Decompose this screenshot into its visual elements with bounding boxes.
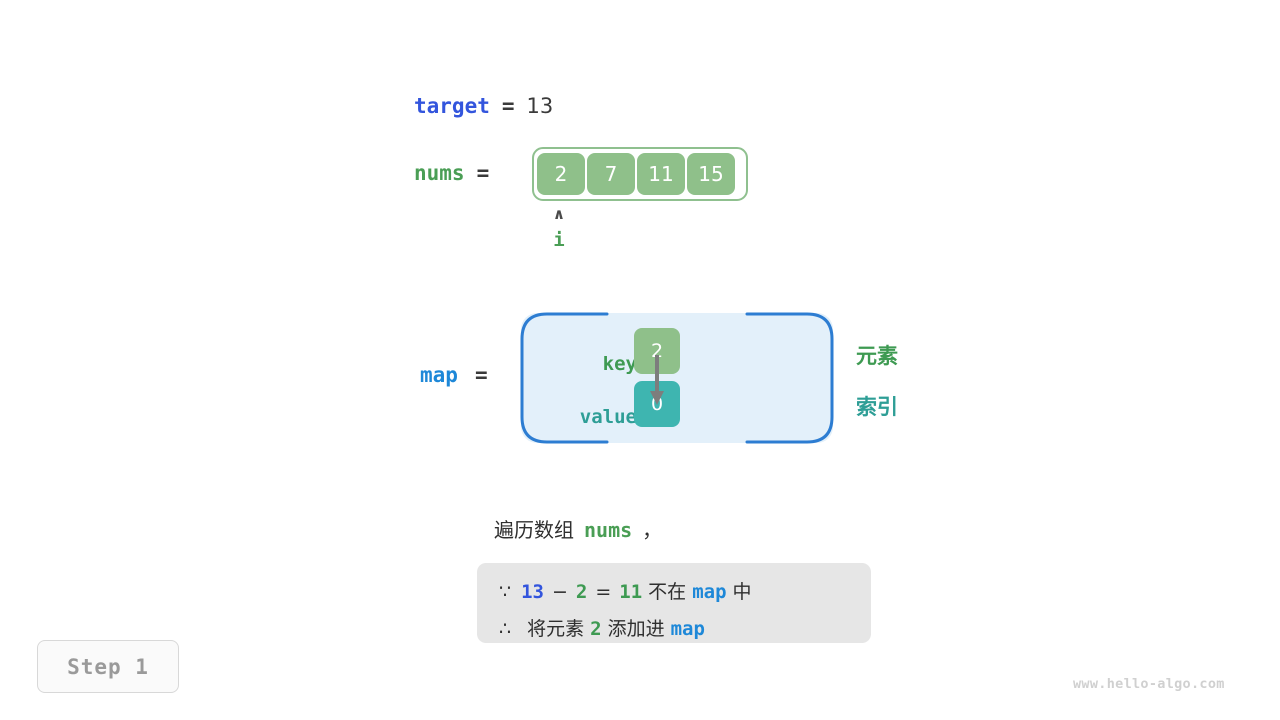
map-container: key value 2 0: [520, 312, 834, 444]
array-cell-2[interactable]: 11: [637, 153, 685, 195]
nums-assignment-label: nums =: [414, 161, 501, 185]
caption-suffix: ，: [642, 518, 663, 542]
pointer-caret-icon: ∧: [552, 205, 566, 223]
map-variable-name: map: [420, 363, 458, 387]
target-variable-name: target: [414, 94, 490, 118]
line1-text-in: 中: [732, 581, 752, 603]
target-assignment: target = 13: [414, 94, 553, 118]
array-cell-3[interactable]: 15: [687, 153, 735, 195]
key-to-value-arrow-icon: [650, 355, 664, 405]
line1-minus-sign: −: [551, 581, 568, 603]
target-value: 13: [526, 94, 554, 118]
line1-equals-sign: =: [595, 581, 612, 603]
nums-variable-name: nums: [414, 161, 465, 185]
nums-equals-sign: =: [476, 161, 490, 185]
line2-value: 2: [590, 618, 602, 640]
line1-operand-a: 13: [521, 581, 544, 603]
map-assignment-label: map =: [420, 363, 488, 387]
because-symbol-icon: ∵: [499, 581, 512, 603]
therefore-symbol-icon: ∴: [499, 618, 512, 640]
line1-text-not-in: 不在: [648, 581, 687, 603]
line2-map-keyword: map: [670, 618, 705, 640]
map-equals-sign: =: [474, 363, 488, 387]
annotation-index: 索引: [856, 395, 898, 419]
line1-map-keyword: map: [692, 581, 727, 603]
map-bracket-border-icon: [520, 312, 834, 444]
line2-text-start: 将元素: [527, 618, 585, 640]
line1-operand-b: 2: [575, 581, 588, 603]
watermark: www.hello-algo.com: [1073, 676, 1225, 692]
caption-text: 遍历数组 nums ，: [494, 514, 662, 543]
pointer-label-i: i: [553, 229, 565, 251]
caption-code-nums: nums: [584, 518, 633, 542]
map-value-label: value: [579, 406, 637, 428]
map-key-label: key: [602, 353, 637, 375]
nums-array-container: 2 7 11 15: [532, 147, 748, 201]
target-equals-sign: =: [501, 94, 515, 118]
step-badge: Step 1: [37, 640, 179, 693]
annotation-element: 元素: [856, 344, 898, 368]
caption-prefix: 遍历数组: [494, 518, 574, 542]
array-cell-0[interactable]: 2: [537, 153, 585, 195]
line1-result: 11: [619, 581, 643, 603]
array-cell-1[interactable]: 7: [587, 153, 635, 195]
array-index-pointer: ∧ i: [532, 206, 586, 252]
line2-text-mid: 添加进: [607, 618, 665, 640]
